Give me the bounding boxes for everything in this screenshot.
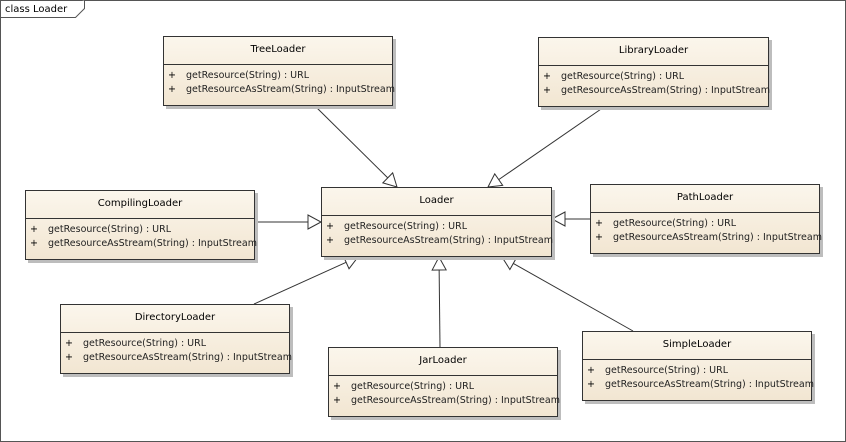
- hollow-triangle-arrowhead: [487, 172, 504, 188]
- operation: + getResourceAsStream(String) : InputStre…: [587, 378, 814, 392]
- operation: + getResource(String) : URL: [30, 223, 254, 237]
- operation-signature: getResourceAsStream(String) : InputStrea…: [344, 234, 553, 246]
- operation: + getResourceAsStream(String) : InputStre…: [168, 83, 395, 97]
- operations-compartment: + getResource(String) : URL + getResourceAs…: [26, 219, 257, 251]
- class-name: PathLoader: [591, 185, 819, 213]
- operation: + getResourceAsStream(String) : InputStre…: [543, 84, 770, 98]
- class-directory[interactable]: DirectoryLoader + getResource(String) : UR…: [60, 304, 292, 374]
- hollow-triangle-arrowhead: [431, 255, 447, 271]
- operations-compartment: + getResource(String) : URL + getResourceAs…: [583, 360, 814, 392]
- operation: + getResource(String) : URL: [168, 69, 392, 83]
- class-simple[interactable]: SimpleLoader + getResource(String) : URL + g…: [582, 331, 814, 401]
- operation-signature: getResource(String) : URL: [48, 224, 172, 235]
- operation-signature: getResourceAsStream(String) : InputStrea…: [351, 394, 560, 406]
- visibility-marker: +: [168, 83, 176, 95]
- operation-signature: getResource(String) : URL: [605, 365, 729, 376]
- generalization-path-to-loader: [550, 211, 590, 227]
- operations-compartment: + getResource(String) : URL + getResourceAs…: [329, 376, 560, 408]
- visibility-marker: +: [587, 365, 595, 376]
- class-name: JarLoader: [329, 348, 557, 376]
- operation-signature: getResource(String) : URL: [83, 338, 207, 349]
- operation: + getResource(String) : URL: [595, 217, 819, 231]
- operation-signature: getResource(String) : URL: [351, 381, 475, 392]
- class-name: SimpleLoader: [583, 332, 811, 360]
- visibility-marker: +: [543, 71, 551, 82]
- visibility-marker: +: [326, 221, 334, 232]
- generalization-jar-to-loader: [431, 255, 447, 348]
- operation: + getResource(String) : URL: [326, 220, 551, 234]
- visibility-marker: +: [595, 218, 603, 229]
- class-library[interactable]: LibraryLoader+getResource(String) : URL+…: [538, 37, 770, 107]
- generalization-line: [498, 106, 605, 181]
- operation-signature: getResource(String) : URL: [186, 70, 310, 81]
- visibility-marker: +: [30, 224, 38, 235]
- operation: + getResource(String) : URL: [333, 380, 557, 394]
- operation: + getResource(String) : URL: [543, 70, 768, 84]
- class-loader[interactable]: Loader + getResource(String) : URL + getReso…: [321, 187, 553, 257]
- class-name: LibraryLoader: [539, 38, 768, 66]
- operation: + getResourceAsStream(String) : InputStre…: [65, 351, 292, 365]
- generalization-compiling-to-loader: [255, 214, 323, 230]
- visibility-marker: +: [326, 234, 334, 246]
- visibility-marker: +: [333, 394, 341, 406]
- visibility-marker: +: [587, 378, 595, 390]
- operation-signature: getResourceAsStream(String) : InputStrea…: [83, 351, 292, 363]
- class-name: TreeLoader: [164, 37, 392, 65]
- generalization-directory-to-loader: [253, 255, 359, 305]
- visibility-marker: +: [65, 338, 73, 349]
- operation: + getResourceAsStream(String) : InputStre…: [333, 394, 560, 408]
- operations-compartment: + getResource(String) : URL + getResourceAs…: [591, 213, 822, 245]
- visibility-marker: +: [595, 231, 603, 243]
- class-name: CompilingLoader: [26, 191, 254, 219]
- visibility-marker: +: [65, 351, 73, 363]
- hollow-triangle-arrowhead: [381, 171, 398, 188]
- operations-compartment: + getResource(String) : URL + getResourceAs…: [164, 65, 395, 97]
- operation: + getResource(String) : URL: [587, 364, 811, 378]
- hollow-triangle-arrowhead: [501, 256, 518, 271]
- frame-label: class Loader: [5, 4, 68, 15]
- class-jar[interactable]: JarLoader + getResource(String) : URL + getR…: [328, 347, 560, 417]
- generalization-line: [438, 269, 441, 348]
- class-tree[interactable]: TreeLoader + getResource(String) : URL + get…: [163, 36, 395, 106]
- operation-signature: getResource(String) : URL: [344, 221, 468, 232]
- generalization-tree-to-loader: [314, 105, 398, 188]
- visibility-marker: +: [333, 381, 341, 392]
- operations-compartment: + getResource(String) : URL + getResourceAs…: [322, 216, 553, 248]
- generalization-line: [513, 262, 634, 332]
- visibility-marker: +: [30, 237, 38, 249]
- operation-signature: getResourceAsStream(String) : InputStrea…: [561, 84, 770, 96]
- visibility-marker: +: [168, 70, 176, 81]
- generalization-simple-to-loader: [501, 256, 634, 332]
- generalization-line: [253, 261, 347, 305]
- hollow-triangle-arrowhead: [550, 211, 566, 227]
- hollow-triangle-arrowhead: [307, 214, 323, 230]
- operation-signature: getResourceAsStream(String) : InputStrea…: [48, 237, 257, 249]
- class-path[interactable]: PathLoader + getResource(String) : URL + get…: [590, 184, 822, 254]
- operation-signature: getResource(String) : URL: [561, 71, 685, 82]
- operation-signature: getResourceAsStream(String) : InputStrea…: [613, 231, 822, 243]
- operations-compartment: + getResource(String) : URL + getResourceAs…: [61, 333, 292, 365]
- operation: + getResource(String) : URL: [65, 337, 289, 351]
- operation: + getResourceAsStream(String) : InputStre…: [30, 237, 257, 251]
- generalization-library-to-loader: [487, 106, 605, 188]
- operation: + getResourceAsStream(String) : InputStre…: [326, 234, 553, 248]
- operation: + getResourceAsStream(String) : InputStre…: [595, 231, 822, 245]
- visibility-marker: +: [543, 84, 551, 96]
- generalization-line: [314, 105, 389, 179]
- operation-signature: getResource(String) : URL: [613, 218, 737, 229]
- class-name: Loader: [322, 188, 551, 216]
- operation-signature: getResourceAsStream(String) : InputStrea…: [605, 378, 814, 390]
- class-compiling[interactable]: CompilingLoader + getResource(String) : UR…: [25, 190, 257, 260]
- operations-compartment: + getResource(String) : URL + getResourceAs…: [539, 66, 770, 98]
- operation-signature: getResourceAsStream(String) : InputStrea…: [186, 83, 395, 95]
- class-name: DirectoryLoader: [61, 305, 289, 333]
